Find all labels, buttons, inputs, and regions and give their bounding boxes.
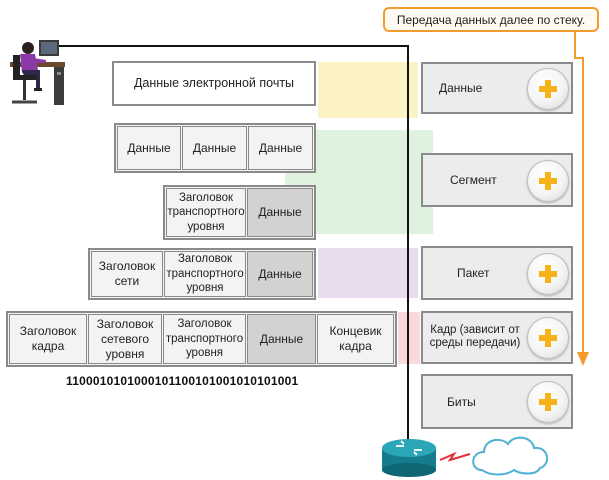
- packet-transport-header: Заголовок транспортного уровня: [164, 251, 246, 297]
- plus-icon: [539, 80, 557, 98]
- band-application: [318, 62, 418, 118]
- callout-text: Передача данных далее по стеку.: [396, 12, 586, 27]
- frame-header: Заголовок кадра: [9, 314, 87, 364]
- data-cell-1: Данные: [117, 126, 181, 170]
- frame-trailer: Концевик кадра: [317, 314, 394, 364]
- packet-network-header: Заголовок сети: [91, 251, 163, 297]
- plus-icon: [539, 329, 557, 347]
- pdu-segment-box: Сегмент: [421, 153, 573, 207]
- router-icon: [382, 439, 436, 477]
- pdu-bits-label: Биты: [447, 394, 476, 409]
- down-arrow-icon: [574, 31, 589, 366]
- pdu-segment-label: Сегмент: [450, 172, 497, 187]
- cloud-icon: [472, 436, 549, 476]
- plus-icon: [539, 172, 557, 190]
- frame-network-header: Заголовок сетевого уровня: [88, 314, 162, 364]
- segment-data: Данные: [247, 188, 313, 237]
- pdu-frame-label: Кадр (зависит от среды передачи): [429, 323, 521, 350]
- pdu-packet-box: Пакет: [421, 246, 573, 300]
- pdu-bits-box: Биты: [421, 374, 573, 429]
- frame-data: Данные: [247, 314, 316, 364]
- plus-button-segment[interactable]: [527, 160, 569, 202]
- plus-button-frame[interactable]: [527, 317, 569, 359]
- plus-button-bits[interactable]: [527, 381, 569, 423]
- computer-user-icon: [10, 40, 65, 105]
- pdu-data-box: Данные: [421, 62, 573, 114]
- plus-button-data[interactable]: [527, 68, 569, 110]
- plus-icon: [539, 393, 557, 411]
- email-data-block: Данные электронной почты: [112, 61, 316, 106]
- segment-transport-header: Заголовок транспортного уровня: [166, 188, 246, 237]
- pdu-packet-label: Пакет: [457, 265, 490, 280]
- pdu-frame-box: Кадр (зависит от среды передачи): [421, 311, 573, 364]
- plus-button-packet[interactable]: [527, 253, 569, 295]
- bit-stream: 1100010101000101100101001010101001: [66, 374, 299, 388]
- pdu-data-label: Данные: [439, 80, 483, 95]
- data-cell-2: Данные: [182, 126, 247, 170]
- callout-pass-down-stack: Передача данных далее по стеку.: [383, 7, 599, 32]
- band-network: [318, 248, 418, 298]
- plus-icon: [539, 265, 557, 283]
- frame-transport-header: Заголовок транспортного уровня: [163, 314, 246, 364]
- packet-data: Данные: [247, 251, 313, 297]
- data-cell-3: Данные: [248, 126, 313, 170]
